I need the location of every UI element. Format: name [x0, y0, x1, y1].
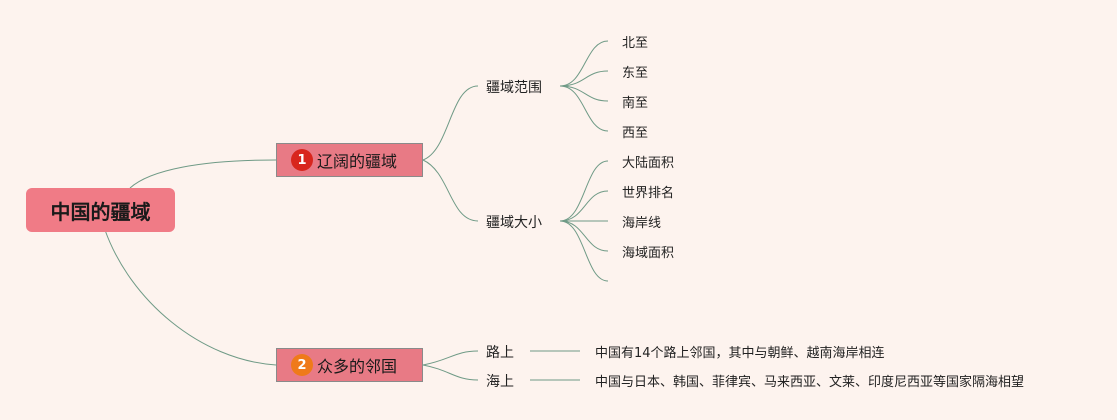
connector-sub1-leaf	[559, 70, 609, 87]
connector-sub2-leaf	[559, 220, 609, 282]
leaf-node[interactable]: 西至	[622, 126, 649, 141]
connector-sub2-leaf	[559, 160, 609, 222]
note-node[interactable]: 中国与日本、韩国、菲律宾、马来西亚、文莱、印度尼西亚等国家隔海相望	[595, 375, 1025, 390]
leaf-node[interactable]: 世界排名	[622, 186, 675, 201]
leaf-node[interactable]: 海域面积	[622, 246, 675, 261]
connector-topic1-sub2	[422, 159, 479, 222]
connector-sub2-leaf	[559, 190, 609, 222]
topic-node-2[interactable]: 2 众多的邻国	[276, 348, 423, 382]
leaf-node-empty[interactable]	[622, 272, 662, 290]
topic-label: 辽阔的疆域	[317, 152, 398, 171]
leaf-node[interactable]: 大陆面积	[622, 156, 675, 171]
connector-sub1-leaf	[559, 40, 609, 87]
connector-topic2-sub2	[422, 364, 479, 381]
subtopic-node[interactable]: 疆域范围	[486, 80, 542, 96]
root-node[interactable]: 中国的疆域	[26, 188, 175, 232]
topic-label: 众多的邻国	[317, 357, 398, 376]
subtopic-node[interactable]: 路上	[486, 345, 514, 361]
connector-root-topic1	[129, 159, 277, 189]
leaf-node[interactable]: 东至	[622, 66, 649, 81]
connector-topic2-sub1	[422, 350, 479, 366]
connector-sub2-leaf	[559, 220, 609, 252]
leaf-node[interactable]: 南至	[622, 96, 649, 111]
leaf-node[interactable]: 海岸线	[622, 216, 662, 231]
connector-root-topic2	[104, 229, 277, 366]
connector-sub1-leaf	[559, 85, 609, 132]
root-label: 中国的疆域	[50, 199, 151, 224]
connector-sub1-leaf	[559, 85, 609, 102]
connector-topic1-sub1	[422, 85, 479, 161]
topic-node-1[interactable]: 1 辽阔的疆域	[276, 143, 423, 177]
subtopic-node[interactable]: 海上	[486, 374, 514, 390]
subtopic-node[interactable]: 疆域大小	[486, 215, 542, 231]
priority-1-icon: 1	[291, 149, 313, 171]
priority-2-icon: 2	[291, 354, 313, 376]
leaf-node[interactable]: 北至	[622, 36, 649, 51]
note-node[interactable]: 中国有14个路上邻国，其中与朝鲜、越南海岸相连	[595, 346, 885, 361]
